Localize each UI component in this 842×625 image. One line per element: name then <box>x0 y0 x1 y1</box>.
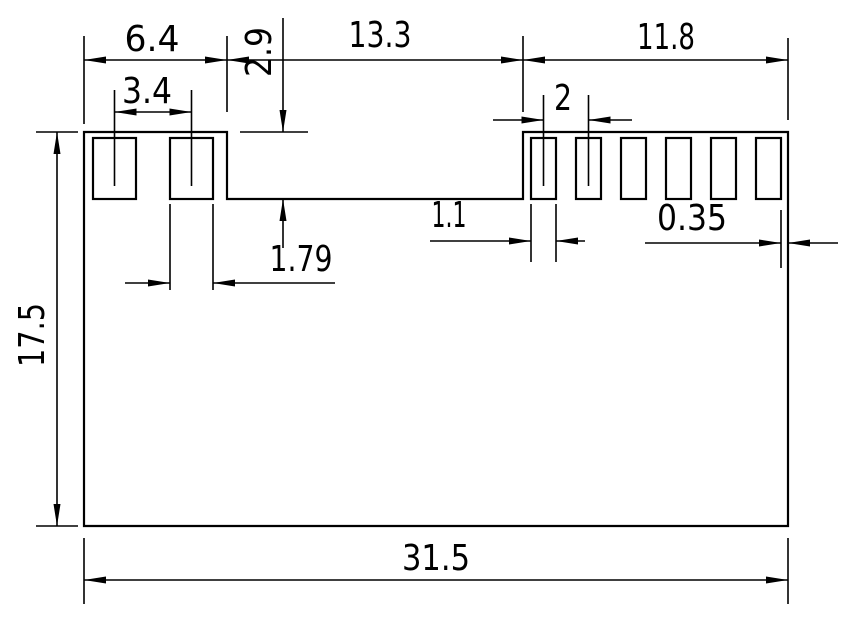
label-right-tab-width: 11.8 <box>637 17 695 58</box>
label-edge-clearance: 0.35 <box>657 198 727 239</box>
right-pad-5 <box>709 136 738 201</box>
right-pad-3 <box>619 136 648 201</box>
label-left-pad-width: 1.79 <box>270 239 333 280</box>
label-left-tab-width: 6.4 <box>125 19 180 60</box>
part-outline <box>82 130 790 528</box>
label-body-width: 31.5 <box>402 538 470 579</box>
label-right-pad-pitch: 2 <box>554 78 572 119</box>
label-left-pad-pitch: 3.4 <box>122 71 172 112</box>
label-notch-depth: 2.9 <box>239 27 280 77</box>
right-pad-6 <box>754 136 783 201</box>
label-body-height: 17.5 <box>12 303 53 367</box>
right-pad-4 <box>664 136 693 201</box>
label-right-pad-width: 1.1 <box>432 195 467 236</box>
label-notch-width: 13.3 <box>349 15 412 56</box>
